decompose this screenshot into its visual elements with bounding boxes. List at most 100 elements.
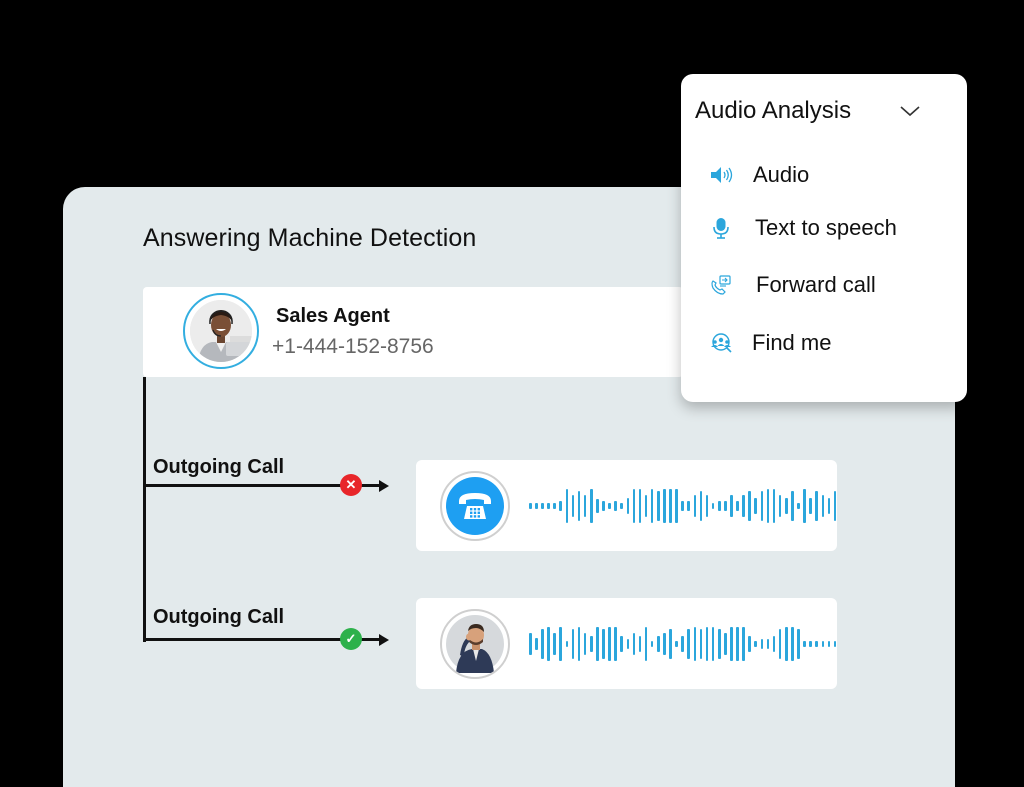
waveform-bar [699,629,703,659]
waveform-bar [650,641,654,647]
waveform-bar [809,641,812,647]
failed-status-icon: ✕ [340,474,362,496]
waveform-bar [791,491,794,521]
waveform-bar [656,636,660,652]
menu-item-label: Text to speech [755,215,897,240]
waveform-bar [632,633,636,655]
waveform-bar [699,491,703,521]
waveform-bar [711,503,715,509]
waveform-bar [553,633,556,655]
call-label: Outgoing Call [153,456,285,478]
menu-item-audio[interactable]: Audio [681,155,967,195]
waveform-bar [797,503,800,509]
waveform-bar [541,629,544,659]
waveform-bar [529,503,532,509]
waveform-bar [821,495,825,517]
find-me-icon [711,333,732,353]
waveform-bar [626,639,630,649]
waveform-bar [656,491,660,521]
waveform-bar [577,491,581,521]
call-waveform-card-1[interactable] [416,460,837,551]
waveform-bar [565,641,569,647]
flow-line-vertical [143,377,146,642]
waveform-bar [754,641,758,647]
flow-line-call-2 [143,638,379,641]
waveform-bar [766,639,770,649]
waveform-bar [760,639,764,649]
arrow-icon [379,633,389,646]
waveform-bar [742,495,745,517]
waveform-bar [669,629,672,659]
waveform-bar [772,636,776,652]
waveform-bar [809,498,812,514]
waveform-bar [638,489,642,523]
microphone-icon [713,218,729,239]
dropdown-title[interactable]: Audio Analysis [695,97,852,124]
waveform-bar [772,489,776,523]
waveform-bar [535,503,538,509]
waveform-bar [553,503,556,509]
menu-item-find-me[interactable]: Find me [681,323,967,363]
menu-item-label: Audio [753,162,810,187]
agent-phone: +1-444-152-8756 [272,335,434,358]
waveform-bar [583,495,587,517]
waveform-bar [577,627,581,661]
waveform-bar [663,489,666,523]
waveform-bar [650,489,654,523]
speaker-icon [711,167,733,183]
waveform-bar [821,641,825,647]
waveform-bar [717,501,721,511]
waveform-bar [730,495,733,517]
waveform-bar [596,499,599,513]
waveform-bar [535,638,538,650]
waveform-bar [815,641,818,647]
waveform-bar [644,495,648,517]
flow-line-call-1 [143,484,379,487]
waveform-bar [803,489,806,523]
menu-item-label: Forward call [756,272,876,297]
call-label: Outgoing Call [153,606,285,628]
waveform-bar [827,641,831,647]
waveform-bar [614,501,617,511]
waveform-bar [724,501,727,511]
waveform-bar [571,629,575,659]
waveform-bar [693,495,697,517]
waveform-bar [748,491,751,521]
telephone-avatar [440,471,510,541]
waveform-bar [705,627,709,661]
waveform-bar [730,627,733,661]
waveform-bar [681,636,684,652]
waveform-bar [529,633,532,655]
waveform-bar [778,495,782,517]
waveform-bar [632,489,636,523]
agent-card[interactable]: Sales Agent +1-444-152-8756 [143,287,683,377]
waveform-bar [778,629,782,659]
waveform-bar [559,501,563,511]
waveform-bar [681,501,684,511]
waveform-bar [589,636,593,652]
page-title: Answering Machine Detection [143,224,477,252]
waveform-bar [803,641,806,647]
arrow-icon [379,479,389,492]
waveform-bar [565,489,569,523]
waveform-bar [736,627,739,661]
waveform-bar [571,495,575,517]
waveform-bar [608,503,611,509]
waveform-bar [705,495,709,517]
menu-item-forward-call[interactable]: Forward call [681,265,967,305]
waveform-bar [547,503,550,509]
call-waveform-card-2[interactable] [416,598,837,689]
waveform-bar [589,489,593,523]
menu-item-text-to-speech[interactable]: Text to speech [681,208,967,248]
waveform-bar [669,489,672,523]
waveform-bar [620,503,623,509]
chevron-down-icon[interactable] [899,104,921,118]
waveform-bar [754,498,758,514]
waveform-bar [711,627,715,661]
waveform-bar [742,627,745,661]
waveform-bar [596,627,599,661]
waveform-bar [626,498,630,514]
waveform-bar [608,627,611,661]
waveform-bar [663,633,666,655]
agent-avatar [183,293,259,369]
